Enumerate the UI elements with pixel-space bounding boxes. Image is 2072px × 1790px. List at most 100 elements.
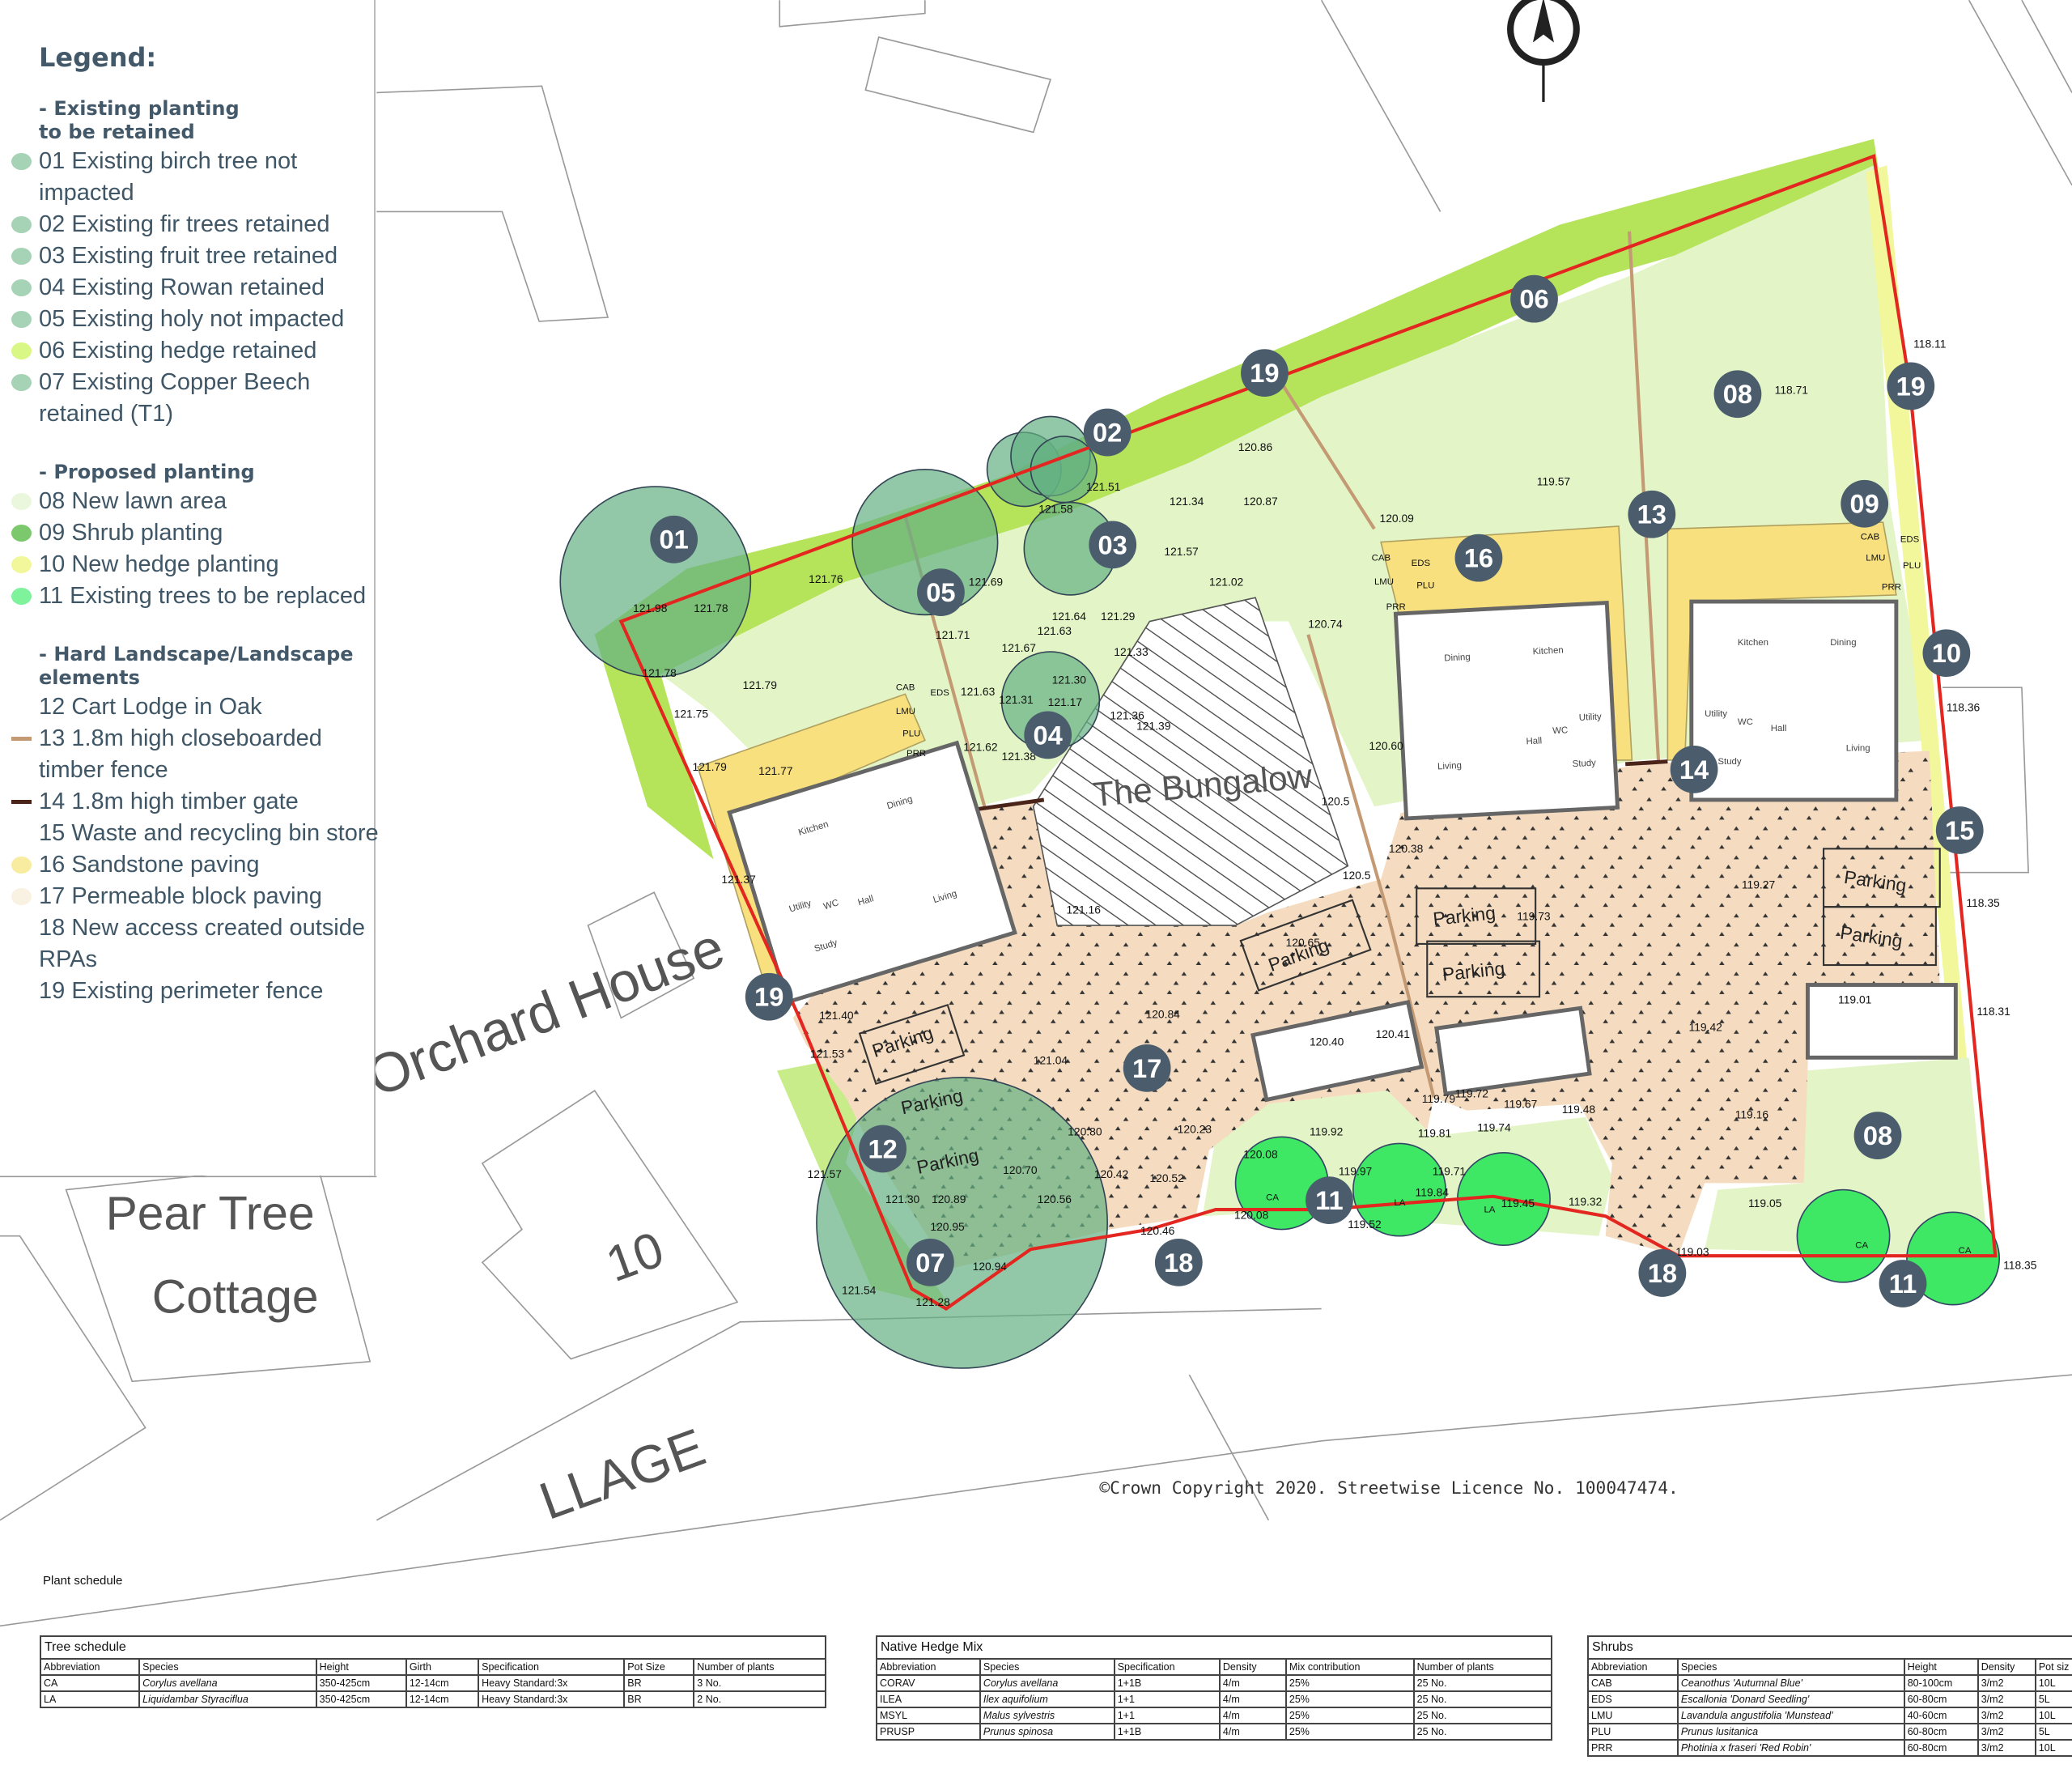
legend-item-label: 02 Existing fir trees retained — [39, 211, 330, 237]
spot-level: 121.31 — [999, 693, 1034, 706]
number-badge-icon — [1510, 274, 1558, 323]
spot-level: 121.58 — [1038, 503, 1073, 516]
legend-item-label: 18 New access created outside RPAs — [39, 915, 365, 972]
spot-level: 120.60 — [1369, 739, 1403, 752]
legend-swatch-icon — [11, 248, 32, 265]
table-cell: 25% — [1284, 1723, 1415, 1741]
spot-level: 119.45 — [1501, 1197, 1535, 1210]
spot-level: 120.23 — [1178, 1122, 1212, 1135]
spot-level: 119.73 — [1517, 910, 1551, 923]
spot-level: 121.16 — [1067, 903, 1102, 916]
pear-tree-label-1: Pear Tree — [106, 1188, 315, 1240]
table-cell: 25 No. — [1412, 1674, 1553, 1692]
legend-swatch-icon — [11, 737, 32, 741]
spot-level: 121.67 — [1002, 641, 1037, 654]
legend-item-label: 03 Existing fruit tree retained — [39, 243, 338, 269]
legend-title: Legend: — [39, 42, 157, 73]
table-cell: PRUSP — [876, 1723, 981, 1741]
table-cell: 350-425cm — [315, 1674, 407, 1692]
column-header: Abbreviation — [39, 1658, 141, 1676]
shrub-code: CAB — [896, 682, 915, 692]
spot-level: 121.40 — [819, 1009, 854, 1022]
room-label: WC — [822, 898, 840, 912]
table-caption: Native Hedge Mix — [876, 1635, 1552, 1658]
legend-item: 17 Permeable block paving — [11, 881, 374, 912]
table-cell: Liquidambar Styraciflua — [138, 1690, 317, 1708]
number-badge-label: 09 — [1850, 489, 1879, 519]
legend-item-label: 14 1.8m high timber gate — [39, 789, 299, 814]
legend-swatch-icon — [11, 857, 32, 874]
room-label: Study — [1717, 757, 1741, 767]
spot-level: 119.32 — [1569, 1195, 1603, 1208]
spot-level: 121.33 — [1114, 645, 1149, 658]
plant-schedule-title: Plant schedule — [43, 1574, 123, 1588]
table-cell: 3/m2 — [1976, 1690, 2036, 1708]
column-header: Height — [1903, 1658, 1979, 1676]
legend-section-heading: - Existing planting to be retained — [39, 97, 240, 143]
spot-level: 118.35 — [1966, 896, 2000, 909]
number-badge-label: 16 — [1464, 543, 1493, 573]
legend-item-label: 16 Sandstone paving — [39, 852, 260, 878]
table-cell: 3/m2 — [1976, 1707, 2036, 1724]
legend-item: 06 Existing hedge retained — [11, 335, 374, 367]
spot-level: 121.63 — [961, 685, 996, 698]
spot-level: 119.16 — [1735, 1108, 1769, 1120]
table-cell: 25 No. — [1412, 1707, 1553, 1724]
table-cell: Malus sylvestris — [979, 1707, 1115, 1724]
column-header: Girth — [405, 1658, 480, 1676]
shrub-code: LMU — [1866, 553, 1885, 563]
spot-level: 118.71 — [1775, 384, 1809, 397]
spot-level: 120.95 — [930, 1220, 965, 1233]
spot-level: 121.57 — [808, 1167, 843, 1180]
spot-level: 118.36 — [1947, 701, 1981, 714]
number-badge-icon — [1154, 1238, 1203, 1286]
column-header: Number of plants — [693, 1658, 826, 1676]
room-label: Hall — [857, 894, 875, 908]
legend-swatch-icon — [11, 556, 32, 573]
table-cell: 2 No. — [693, 1690, 826, 1708]
number-badge-icon — [906, 1238, 954, 1286]
shrub-code: LMU — [896, 707, 915, 716]
table-cell: 3/m2 — [1976, 1674, 2036, 1692]
legend-item-label: 15 Waste and recycling bin store — [39, 820, 379, 846]
legend-item: 07 Existing Copper Beech retained (T1) — [11, 367, 371, 430]
table-cell: 4/m — [1218, 1674, 1287, 1692]
house-number-label: 10 — [599, 1222, 670, 1293]
legend-section-heading: - Hard Landscape/Landscape elements — [39, 643, 354, 689]
legend-item: 03 Existing fruit tree retained — [11, 240, 374, 272]
table-cell: 1+1B — [1113, 1674, 1221, 1692]
table-cell: PRR — [1587, 1739, 1679, 1757]
legend-item: 01 Existing birch tree not impacted — [11, 146, 371, 209]
table-cell: 40-60cm — [1903, 1707, 1979, 1724]
number-badge-icon — [1670, 746, 1718, 793]
table-cell: Escallonia 'Donard Seedling' — [1676, 1690, 1905, 1708]
legend-swatch-icon — [11, 374, 32, 391]
column-header: Specification — [1113, 1658, 1221, 1676]
legend-item: 04 Existing Rowan retained — [11, 272, 374, 304]
spot-level: 119.57 — [1537, 474, 1571, 487]
number-badge-label: 13 — [1637, 500, 1667, 529]
spot-level: 121.64 — [1052, 610, 1087, 623]
number-badge-icon — [917, 568, 965, 617]
spot-level: 121.02 — [1209, 575, 1244, 588]
table-cell: BR — [623, 1690, 695, 1708]
number-badge-icon — [1123, 1044, 1171, 1092]
spot-level: 119.84 — [1416, 1186, 1450, 1199]
shrub-code: PRR — [1882, 582, 1901, 592]
shrub-code: EDS — [1900, 535, 1920, 545]
number-badge-icon — [1922, 629, 1971, 678]
table-cell: 3/m2 — [1976, 1723, 2036, 1741]
legend-item: 02 Existing fir trees retained — [11, 209, 374, 240]
spot-level: 118.11 — [1913, 338, 1947, 351]
spot-level: 121.51 — [1086, 480, 1121, 493]
table-cell: CA — [39, 1674, 141, 1692]
shrub-code: EDS — [930, 688, 949, 698]
spot-level: 121.17 — [1048, 695, 1083, 708]
column-header: Density — [1976, 1658, 2036, 1676]
table-cell: 4/m — [1218, 1723, 1287, 1741]
